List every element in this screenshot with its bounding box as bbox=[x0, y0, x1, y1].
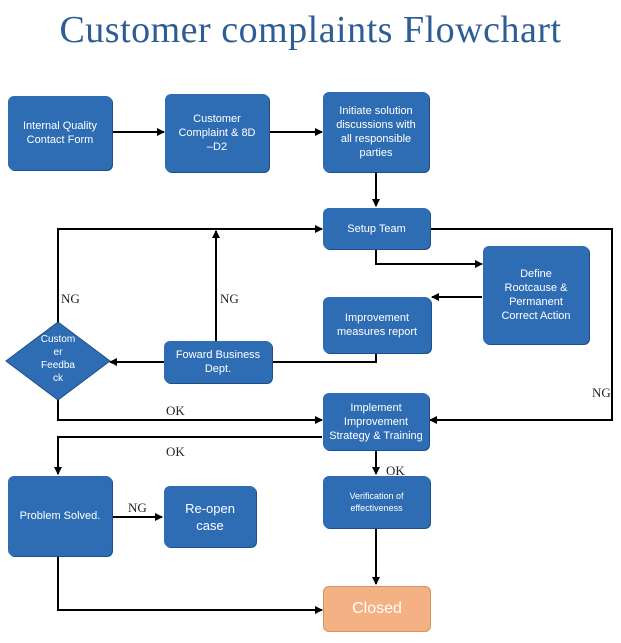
arrow-solved-to-closed bbox=[57, 556, 323, 614]
define-rootcause-node: Define Rootcause & Permanent Correct Act… bbox=[483, 246, 589, 344]
ng-solved-label: NG bbox=[128, 500, 147, 515]
implement-strategy-node: Implement Improvement Strategy & Trainin… bbox=[323, 393, 429, 450]
improvement-report-node: Improvement measures report bbox=[323, 297, 431, 353]
ok-verification-label: OK bbox=[386, 463, 405, 478]
reopen-case-node: Re-open case bbox=[164, 486, 256, 547]
customer-feedback-label: Custom er Feedba ck bbox=[40, 334, 76, 384]
initiate-solution-node: Initiate solution discussions with all r… bbox=[323, 92, 429, 172]
verification-node: Verification of effectiveness bbox=[323, 476, 430, 528]
page-title: Customer complaints Flowchart bbox=[59, 9, 562, 51]
ng-right-label: NG bbox=[592, 385, 611, 400]
arrow-feedback-ng bbox=[57, 225, 323, 323]
forward-business-node: Foward Business Dept. bbox=[164, 341, 272, 383]
ng-middle-label: NG bbox=[220, 291, 239, 306]
customer-feedback-diamond bbox=[5, 321, 111, 401]
ok-feedback-label: OK bbox=[166, 403, 185, 418]
arrow-setup-to-define bbox=[375, 249, 483, 268]
ok-implement-label: OK bbox=[166, 444, 185, 459]
internal-quality-form-node: Internal Quality Contact Form bbox=[8, 96, 112, 170]
closed-node: Closed bbox=[323, 586, 431, 632]
ng-left-label: NG bbox=[61, 291, 80, 306]
arrow-report-to-forward bbox=[272, 353, 377, 363]
problem-solved-node: Problem Solved. bbox=[8, 476, 112, 556]
arrow-setup-ng-right bbox=[429, 228, 613, 424]
arrow-implement-to-solved bbox=[54, 436, 322, 475]
customer-complaint-node: Customer Complaint & 8D –D2 bbox=[165, 94, 269, 172]
setup-team-node: Setup Team bbox=[323, 208, 430, 249]
arrow-feedback-ok bbox=[57, 398, 323, 424]
